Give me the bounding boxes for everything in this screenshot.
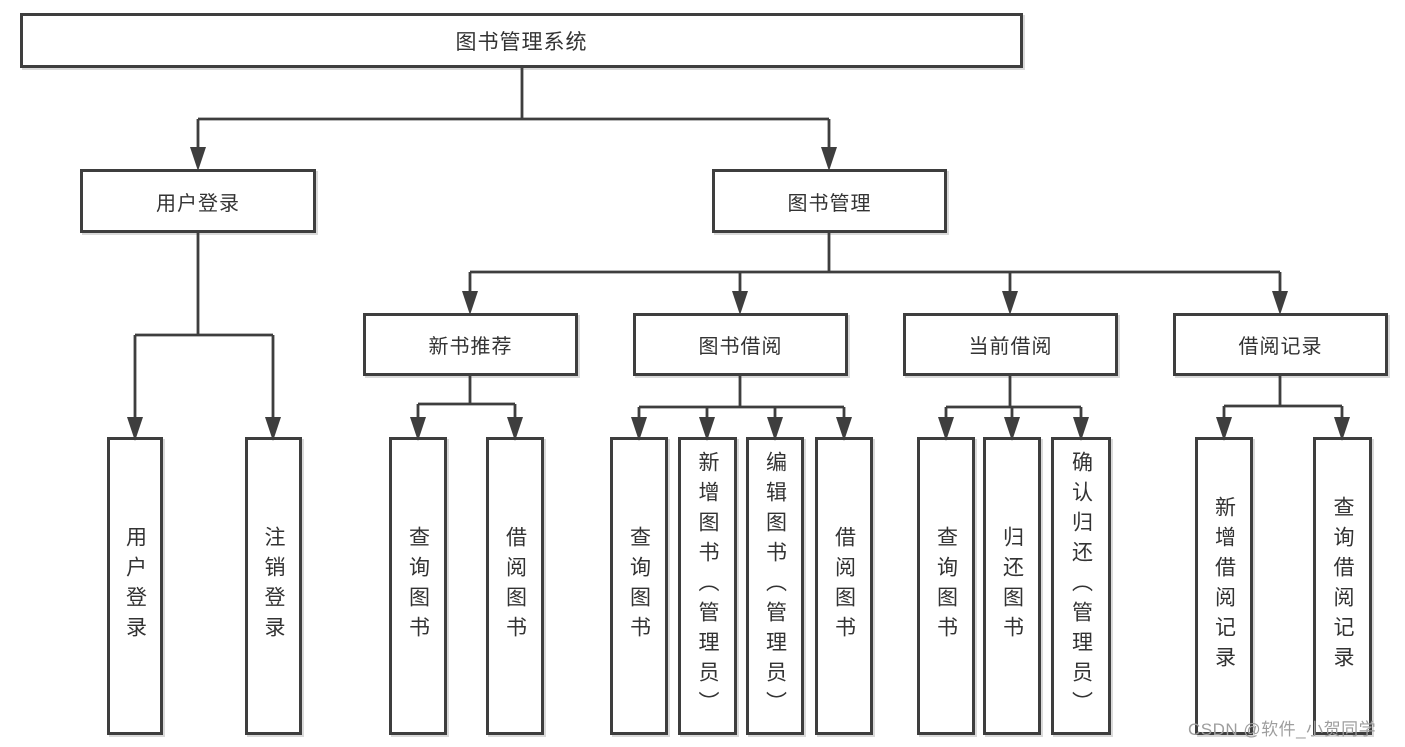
node-book-mgmt: 图书管理 [712, 169, 947, 233]
node-cb-return-book: 归还图书 [983, 437, 1041, 735]
node-new-book-rec-label: 新书推荐 [428, 336, 513, 358]
node-bb-query-book: 查询图书 [610, 437, 668, 735]
connector-root [196, 68, 831, 159]
node-bb-add-book: 新增图书（管理员） [678, 437, 737, 735]
arrowhead [462, 291, 478, 315]
node-br-add-record-label: 新增借阅记录 [1212, 496, 1236, 676]
node-ul-user-login-label: 用户登录 [123, 526, 147, 646]
arrowhead [190, 147, 206, 171]
connector-user-login [133, 233, 275, 429]
node-cb-query-book: 查询图书 [917, 437, 975, 735]
arrowhead [821, 147, 837, 171]
node-book-borrow-label: 图书借阅 [698, 336, 783, 358]
node-cb-confirm-return-label: 确认归还（管理员） [1069, 451, 1093, 721]
node-br-query-record-label: 查询借阅记录 [1331, 496, 1354, 676]
node-nb-borrow-book: 借阅图书 [486, 437, 544, 735]
node-cb-query-book-label: 查询图书 [934, 526, 958, 646]
arrowhead [1002, 291, 1018, 315]
node-ul-user-login: 用户登录 [107, 437, 163, 735]
node-nb-query-book-label: 查询图书 [406, 526, 430, 646]
node-borrow-records: 借阅记录 [1173, 313, 1388, 376]
node-br-add-record: 新增借阅记录 [1195, 437, 1253, 735]
node-bb-edit-book: 编辑图书（管理员） [746, 437, 804, 735]
node-root: 图书管理系统 [20, 13, 1023, 68]
node-bb-query-book-label: 查询图书 [627, 526, 651, 646]
node-bb-add-book-label: 新增图书（管理员） [696, 451, 719, 721]
node-user-login-label: 用户登录 [156, 192, 240, 215]
node-ul-logout-label: 注销登录 [262, 526, 285, 646]
node-br-query-record: 查询借阅记录 [1313, 437, 1372, 735]
node-cb-confirm-return: 确认归还（管理员） [1051, 437, 1111, 735]
node-bb-borrow-book-label: 借阅图书 [832, 526, 856, 646]
connector-book-borrow [637, 376, 846, 429]
watermark: CSDN @软件_小贺同学 [1188, 720, 1377, 739]
node-new-book-rec: 新书推荐 [363, 313, 578, 376]
connector-current-borrow [944, 376, 1083, 429]
node-user-login: 用户登录 [80, 169, 316, 233]
node-root-label: 图书管理系统 [455, 30, 588, 54]
node-ul-logout: 注销登录 [245, 437, 302, 735]
node-book-mgmt-label: 图书管理 [787, 192, 872, 215]
connector-new-book-rec [416, 376, 517, 429]
node-nb-borrow-book-label: 借阅图书 [503, 526, 527, 646]
node-nb-query-book: 查询图书 [389, 437, 447, 735]
connector-book-mgmt [468, 233, 1282, 303]
node-current-borrow-label: 当前借阅 [968, 336, 1053, 358]
node-borrow-records-label: 借阅记录 [1238, 336, 1323, 358]
node-current-borrow: 当前借阅 [903, 313, 1118, 376]
arrowhead [1272, 291, 1288, 315]
node-cb-return-book-label: 归还图书 [1000, 526, 1024, 646]
node-bb-borrow-book: 借阅图书 [815, 437, 873, 735]
node-book-borrow: 图书借阅 [633, 313, 848, 376]
node-bb-edit-book-label: 编辑图书（管理员） [763, 451, 787, 721]
arrowhead [732, 291, 748, 315]
connector-borrow-records [1222, 376, 1344, 429]
